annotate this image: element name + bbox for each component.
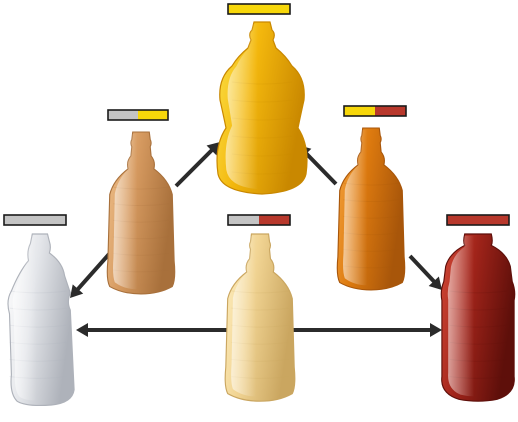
- color-bar-segment-yellow: [138, 110, 168, 120]
- bottle-highlight: [12, 235, 61, 401]
- bottle-red-right: [440, 233, 516, 402]
- color-bar-outline: [227, 3, 291, 15]
- bottle-highlight: [447, 235, 501, 397]
- arrow-head-end: [430, 323, 442, 337]
- bottle-highlight: [231, 235, 282, 397]
- color-bar-segment-red: [259, 215, 290, 225]
- color-bar-segment-gray: [108, 110, 138, 120]
- arrow-head-end: [70, 284, 84, 298]
- bottle-white-left-color-bar: [3, 214, 67, 226]
- arrow-shaft: [174, 148, 214, 188]
- bottle-highlight: [343, 129, 392, 286]
- bottle-yellow-top-color-bar: [227, 3, 291, 15]
- bottle-highlight: [225, 24, 291, 190]
- color-bar-segment-yellow: [344, 106, 375, 116]
- bottle-yellow-top: [216, 21, 308, 195]
- bottle-tan-left: [106, 131, 176, 295]
- bottle-orange-right: [336, 127, 406, 291]
- bottle-cream-center: [224, 233, 296, 402]
- arrow-head-start: [76, 323, 88, 337]
- bottle-highlight: [113, 133, 162, 290]
- bottle-tan-left-color-bar: [107, 109, 169, 121]
- color-bar-segment-red: [375, 106, 406, 116]
- color-bar-outline: [3, 214, 67, 226]
- color-bar-outline: [227, 214, 291, 226]
- arrow-leftmid-to-leftbottom: [70, 251, 112, 298]
- arrow-head-end: [206, 142, 220, 156]
- color-bar-outline: [107, 109, 169, 121]
- color-bars-layer: [3, 3, 510, 226]
- color-bar-segment-gray: [228, 215, 259, 225]
- color-bar-segment-yellow: [228, 4, 290, 14]
- bottle-red-right-color-bar: [446, 214, 510, 226]
- color-bar-segment-gray: [4, 215, 66, 225]
- bottle-white-left: [7, 233, 75, 407]
- arrow-rightmid-to-rightbottom: [408, 254, 442, 290]
- arrow-leftmid-to-top: [174, 142, 220, 188]
- bottle-orange-right-color-bar: [343, 105, 407, 117]
- bottles-layer: [7, 21, 516, 407]
- bottle-cream-center-color-bar: [227, 214, 291, 226]
- arrow-shaft: [75, 251, 112, 292]
- color-bar-outline: [446, 214, 510, 226]
- arrow-shaft: [408, 254, 437, 284]
- arrow-shaft: [304, 151, 338, 186]
- color-bar-outline: [343, 105, 407, 117]
- arrow-head-end: [428, 276, 442, 290]
- color-bar-segment-red: [447, 215, 509, 225]
